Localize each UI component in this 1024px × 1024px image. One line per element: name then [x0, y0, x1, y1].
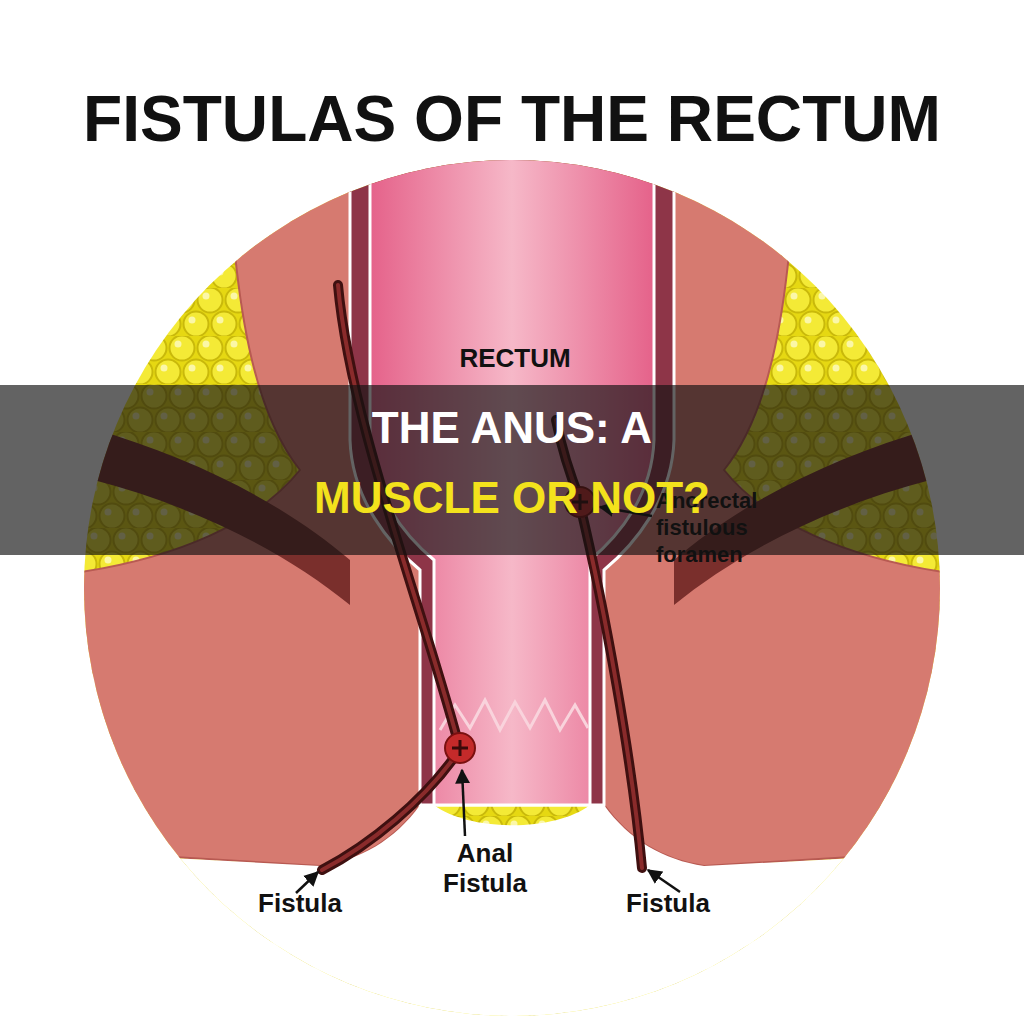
- part-label: Anal Fistula: [425, 838, 545, 898]
- dentate-line: [440, 700, 588, 730]
- title: FISTULAS OF THE RECTUM: [83, 83, 941, 155]
- organ-label: RECTUM: [405, 343, 625, 373]
- leader-arrow: [296, 507, 680, 893]
- part-label: Fistula: [240, 888, 360, 918]
- fistula-tract: [322, 285, 642, 870]
- part-label: Fistula: [608, 888, 728, 918]
- caption: THE ANUS: A MUSCLE OR NOT?: [292, 393, 732, 533]
- skin-surface: [20, 805, 1010, 1024]
- title-box: FISTULAS OF THE RECTUM: [0, 84, 1024, 154]
